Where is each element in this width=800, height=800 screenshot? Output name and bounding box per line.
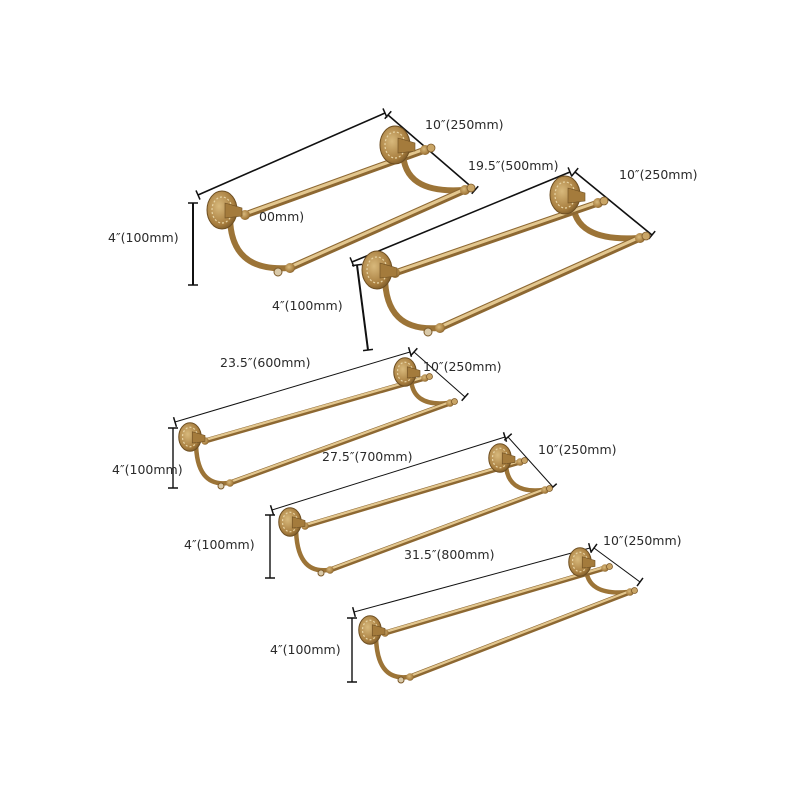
rack-2-height-dimension-line xyxy=(356,264,369,351)
rack-4-mount-cone xyxy=(291,516,306,529)
rack-2-height-tick xyxy=(351,263,363,267)
rack-5-mount-cone xyxy=(581,556,596,569)
rack-1-depth-dimension-line xyxy=(387,114,476,191)
rack-1-depth-tick xyxy=(384,110,392,120)
rack-5-finial xyxy=(397,676,405,684)
rack-3-depth-tick xyxy=(410,347,418,357)
rack-3-finial xyxy=(217,482,225,490)
rack-1-depth-label: 10″(250mm) xyxy=(425,117,504,132)
rack-2-mount-cone xyxy=(567,187,586,204)
rack-4-finial xyxy=(546,485,553,492)
rack-4-depth-tick xyxy=(503,433,513,441)
rack-5-length-tick xyxy=(351,606,357,618)
rack-3-mount-cone xyxy=(406,366,421,379)
rack-4-finial xyxy=(521,457,528,464)
rack-2-finial xyxy=(423,327,433,337)
rack-4-length-label: 27.5″(700mm) xyxy=(322,449,413,464)
rack-5-height-label: 4″(100mm) xyxy=(270,642,341,657)
rack-1-length-tick xyxy=(195,190,201,200)
rack-2-length-dimension-line xyxy=(351,171,571,263)
rack-5-length-dimension-line xyxy=(353,547,591,613)
rack-2-depth-dimension-line xyxy=(574,171,653,236)
rack-5-depth-dimension-line xyxy=(593,547,641,583)
rack-5-finial xyxy=(606,563,613,570)
rack-5-depth-tick xyxy=(590,543,598,553)
rack-3-arm xyxy=(193,439,231,486)
rack-3-length-tick xyxy=(172,416,178,428)
rack-1-towel-bar-highlight xyxy=(288,187,467,269)
rack-4-length-tick xyxy=(269,505,275,515)
rack-5-towel-bar-highlight xyxy=(408,589,632,678)
rack-3-height-label: 4″(100mm) xyxy=(112,462,183,477)
rack-1-finial xyxy=(426,143,436,153)
rack-3-finial xyxy=(451,398,458,405)
rack-3-depth-label: 10″(250mm) xyxy=(423,359,502,374)
rack-4-depth-label: 10″(250mm) xyxy=(538,442,617,457)
rack-2-height-tick xyxy=(362,348,374,352)
rack-5-bar-end-cap xyxy=(406,673,414,681)
rack-3-depth-dimension-line xyxy=(413,351,466,398)
rack-2-depth-tick xyxy=(571,167,579,177)
rack-3-towel-bar-highlight xyxy=(228,400,452,484)
rack-1-bar-end-cap xyxy=(240,210,250,220)
rack-2-height-label: 4″(100mm) xyxy=(272,298,343,313)
rack-5-mount-cone xyxy=(371,624,386,637)
rack-4-mount-cone xyxy=(501,452,516,465)
rack-2-finial xyxy=(599,196,609,206)
rack-2-mount-cone xyxy=(379,262,398,279)
rack-4-towel-bar-highlight xyxy=(303,459,522,527)
rack-3-bar-end-cap xyxy=(226,479,234,487)
rack-2-arm xyxy=(382,273,441,332)
rack-1-mount-cone xyxy=(397,137,416,154)
rack-1-length-label: 19.5″(500mm) xyxy=(468,158,559,173)
rack-5-towel-bar-highlight xyxy=(383,565,607,634)
rack-4-height-label: 4″(100mm) xyxy=(184,537,255,552)
rack-5-length-label: 31.5″(800mm) xyxy=(404,547,495,562)
rack-4-towel-bar-highlight xyxy=(328,487,547,571)
rack-3-length-dimension-line xyxy=(174,351,411,423)
rack-5-arm xyxy=(373,632,411,680)
rack-4-depth-dimension-line xyxy=(507,436,554,488)
rack-1-finial xyxy=(273,267,283,277)
rack-2-depth-label: 10″(250mm) xyxy=(619,167,698,182)
rack-3-mount-cone xyxy=(191,431,206,444)
rack-3-length-label: 23.5″(600mm) xyxy=(220,355,311,370)
rack-1-height-label: 4″(100mm) xyxy=(108,230,179,245)
rack-1-bar-end-cap xyxy=(285,263,295,273)
rack-2-length-tick xyxy=(567,167,573,177)
rack-4-arm xyxy=(293,524,331,573)
rack-1-mount-cone xyxy=(224,202,243,219)
rack-4-length-tick xyxy=(502,432,508,442)
rack-1-depth-tick xyxy=(471,185,479,195)
rack-3-depth-tick xyxy=(461,392,469,402)
rack-5-finial xyxy=(631,587,638,594)
rack-4-length-dimension-line xyxy=(271,436,506,511)
rack-3-finial xyxy=(426,373,433,380)
rack-4-bar-end-cap xyxy=(326,566,334,574)
rack-5-depth-label: 10″(250mm) xyxy=(603,533,682,548)
rack-5-depth-tick xyxy=(636,577,644,587)
rack-1-length-dimension-line xyxy=(197,112,386,196)
rack-2-towel-bar-highlight xyxy=(438,235,642,329)
rack-2-finial xyxy=(641,231,651,241)
rack-1-finial xyxy=(466,183,476,193)
rack-3-towel-bar-highlight xyxy=(203,375,427,442)
rack-4-finial xyxy=(317,569,325,577)
rack-1-hidden-label: 00mm) xyxy=(259,209,305,224)
rack-2-bar-end-cap xyxy=(435,323,445,333)
